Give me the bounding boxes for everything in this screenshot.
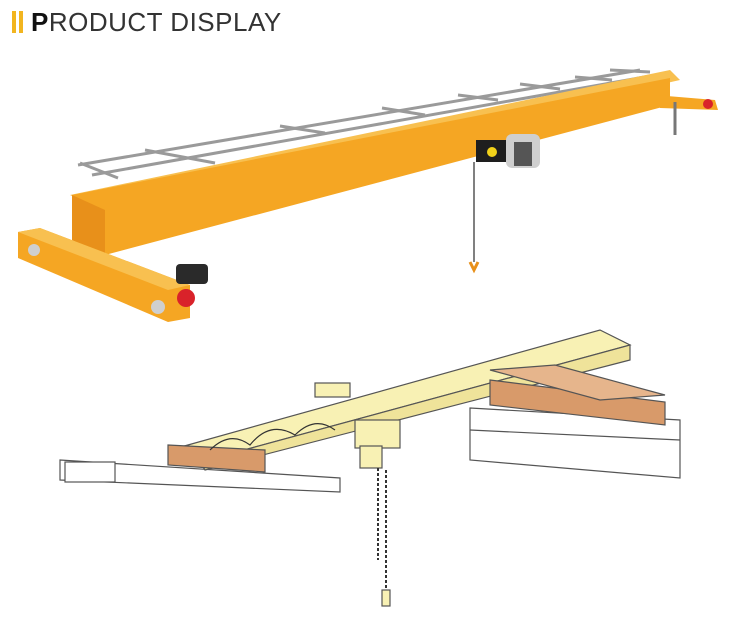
title-rest: RODUCT DISPLAY	[48, 6, 282, 37]
crane-line-drawing	[59, 329, 681, 607]
conductor-rails	[77, 68, 651, 180]
title-initial: P	[31, 6, 49, 37]
section-title: PRODUCT DISPLAY	[31, 7, 282, 38]
drawing-hoist	[354, 419, 401, 449]
hoist-trolley	[476, 134, 540, 168]
festoon-cable	[209, 423, 336, 451]
accent-bar	[12, 11, 16, 33]
section-header: PRODUCT DISPLAY	[12, 6, 282, 38]
end-carriage-right	[655, 95, 718, 110]
main-girder-side	[72, 78, 670, 255]
accent-bar	[19, 11, 23, 33]
end-truck-left	[167, 444, 266, 473]
hook	[468, 261, 480, 274]
end-carriage-left	[18, 228, 190, 322]
runway-beam-left	[59, 459, 341, 493]
